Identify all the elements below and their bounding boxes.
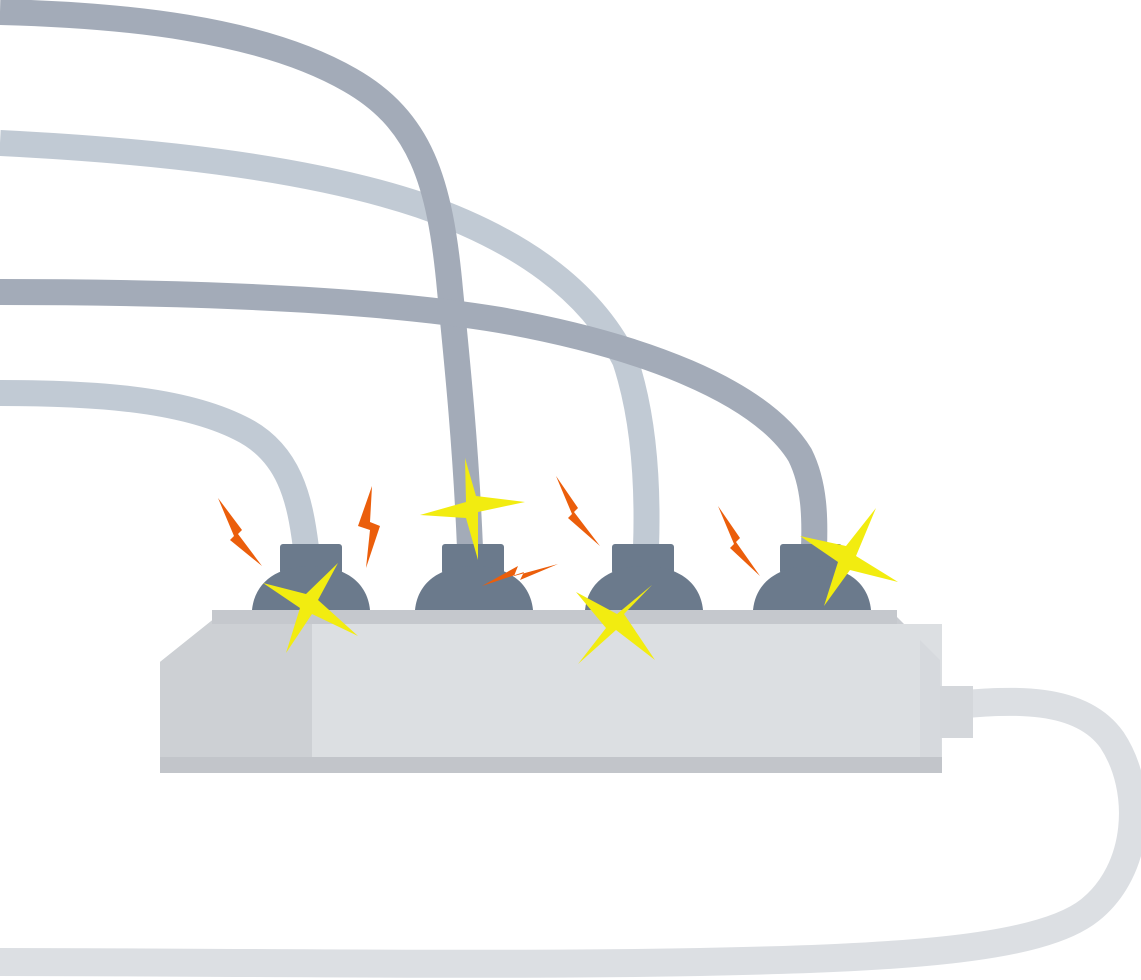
- main-power-cable: [0, 687, 1141, 978]
- plug-3: [585, 544, 703, 610]
- lightning-bolt-icon: [218, 498, 262, 566]
- lightning-bolt-icon: [358, 486, 380, 568]
- spark-icon: [576, 585, 655, 664]
- lightning-bolt-icon: [556, 476, 600, 546]
- spark-icon: [800, 508, 898, 606]
- power-strip-bottom-edge: [160, 757, 942, 773]
- plug-1: [252, 544, 370, 610]
- lightning-bolt-icon: [482, 564, 558, 586]
- power-strip-left-end: [160, 610, 312, 772]
- cable-connector: [940, 686, 973, 738]
- power-strip: [160, 610, 973, 773]
- cable-4: [0, 380, 319, 550]
- sparks: [263, 458, 898, 664]
- cable-2: [0, 130, 660, 549]
- cable-3: [0, 279, 828, 549]
- lightning-bolt-icon: [718, 506, 760, 576]
- spark-icon: [420, 458, 525, 560]
- spark-icon: [263, 563, 358, 653]
- cable-1: [0, 0, 483, 549]
- power-strip-front: [312, 624, 942, 772]
- lightning-bolts: [218, 476, 760, 586]
